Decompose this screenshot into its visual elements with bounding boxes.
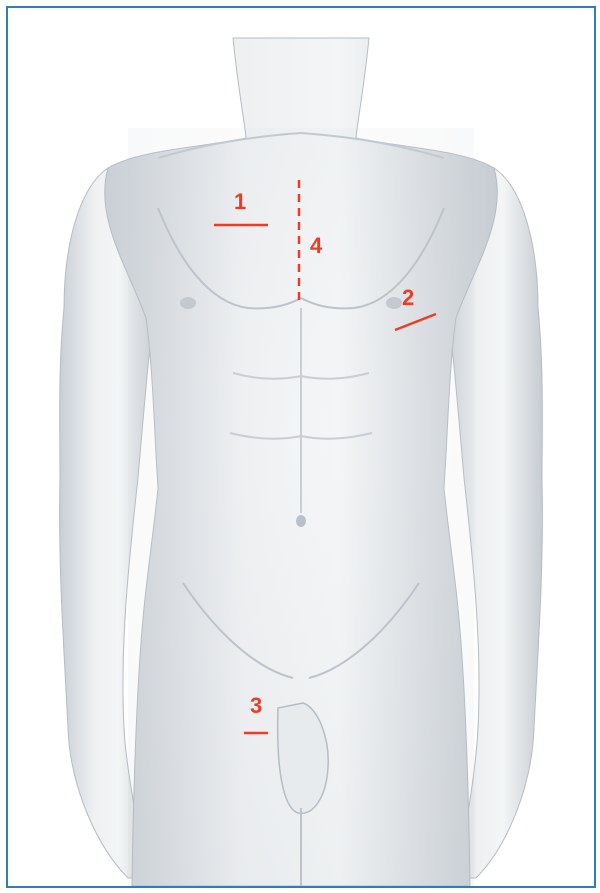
marker-4-label: 4 bbox=[310, 235, 322, 257]
left-nipple bbox=[180, 297, 196, 309]
marker-3-label: 3 bbox=[250, 695, 262, 717]
male-torso-illustration bbox=[8, 8, 594, 886]
marker-1-label: 1 bbox=[234, 191, 246, 213]
navel bbox=[296, 515, 306, 527]
marker-2-label: 2 bbox=[402, 287, 414, 309]
right-nipple bbox=[386, 297, 402, 309]
illustration-frame: 1 2 3 4 bbox=[6, 6, 596, 888]
